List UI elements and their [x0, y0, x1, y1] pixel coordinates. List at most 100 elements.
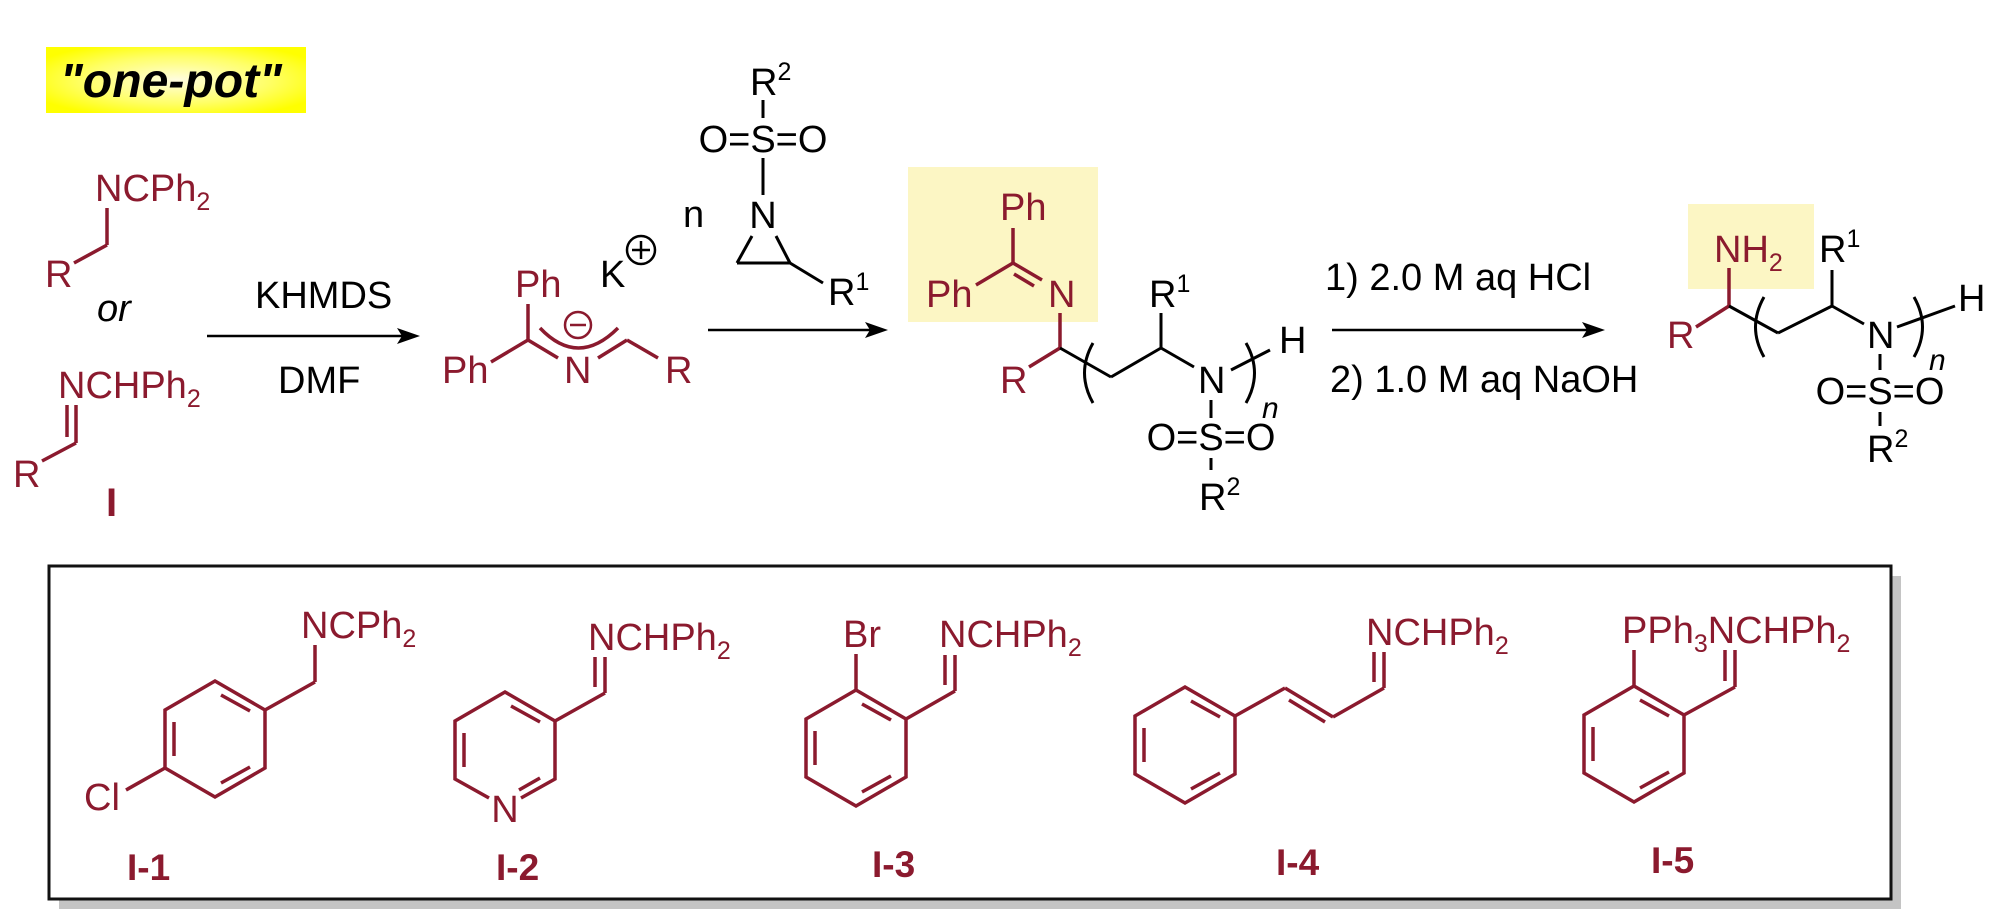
ring — [453, 689, 557, 800]
example-I-1: NCPh2 Cl I-1 — [84, 605, 416, 888]
sulfonyl-group: O=S=O — [1816, 371, 1945, 413]
group-text: NCPh — [301, 605, 402, 647]
bond — [1332, 686, 1385, 719]
terminal-hydrogen: H — [1958, 278, 1985, 320]
r2-text: R — [1199, 477, 1226, 519]
group-subscript: 2 — [1837, 630, 1851, 658]
compound-label-I: I — [106, 481, 117, 525]
r1-group: R1 — [1819, 225, 1860, 271]
bond — [975, 261, 1014, 287]
r1-superscript: 1 — [1846, 225, 1860, 253]
terminal-hydrogen: H — [1279, 320, 1306, 362]
sulfonyl-group: O=S=O — [699, 119, 828, 161]
bond — [861, 774, 892, 794]
example-I-5: PPh3NCHPh2 I-5 — [1582, 610, 1851, 881]
amine-subscript: 2 — [1769, 249, 1783, 277]
aldimine-text: NCHPh — [58, 365, 187, 407]
r2-superscript: 2 — [1894, 425, 1908, 453]
aziridine-bonds — [735, 100, 824, 285]
bond — [735, 235, 754, 264]
final-product: NH2 R R1 N H n O=S=O R2 — [1667, 204, 1985, 471]
amine-text: NH — [1714, 229, 1769, 271]
imine-nitrogen: N — [1048, 274, 1075, 316]
bond — [1284, 686, 1334, 719]
group-subscript: 2 — [402, 625, 416, 653]
sulfonyl-group: O=S=O — [1147, 417, 1276, 459]
imine-group: NCHPh2 — [588, 617, 731, 665]
bond — [1777, 304, 1833, 335]
bond — [1288, 698, 1326, 724]
phenyl-top: Ph — [1000, 187, 1046, 229]
r1-superscript: 1 — [1176, 270, 1190, 298]
or-text: or — [97, 288, 132, 330]
condition-step-2: 2) 1.0 M aq NaOH — [1330, 359, 1638, 401]
pyridine-ring — [453, 657, 607, 800]
bond — [510, 704, 541, 724]
delocalization-arc — [538, 326, 620, 350]
bond — [1160, 346, 1195, 369]
ketimine-subscript: 2 — [196, 188, 210, 216]
bond — [1190, 699, 1221, 719]
bond — [1728, 304, 1779, 335]
example-I-2: N NCHPh2 I-2 — [453, 617, 731, 888]
amine-highlight — [1688, 204, 1814, 289]
group-subscript: 2 — [1495, 632, 1509, 660]
bond — [220, 693, 251, 713]
benzene-ring — [1133, 652, 1386, 806]
one-pot-badge: "one-pot" — [46, 47, 306, 113]
condition-step-1: 1) 2.0 M aq HCl — [1325, 257, 1591, 299]
amine-group: NH2 — [1714, 229, 1783, 277]
positive-charge-icon — [625, 234, 657, 266]
bond — [861, 702, 892, 722]
r2-group: R2 — [1867, 425, 1908, 471]
repeat-bracket-right — [1244, 342, 1256, 404]
bromo-substituent: Br — [843, 614, 881, 656]
bond — [1190, 771, 1221, 791]
anion-nitrogen: N — [564, 350, 591, 392]
benzene-ring — [125, 645, 317, 800]
r2-group: R2 — [1199, 473, 1240, 519]
repeat-bracket-right — [1912, 296, 1924, 358]
r1-text: R — [828, 272, 855, 314]
chloro-substituent: Cl — [84, 777, 120, 819]
bond — [1695, 304, 1730, 329]
repeat-bracket-left — [1754, 296, 1766, 358]
r2-text: R — [750, 62, 777, 104]
imine-highlight — [908, 167, 1098, 322]
r2-superscript: 2 — [1226, 473, 1240, 501]
step1-arrow: KHMDS DMF — [207, 275, 420, 402]
ring-nitrogen: N — [491, 789, 518, 831]
arrow-head-icon — [1582, 322, 1605, 338]
bond — [789, 261, 824, 285]
phenyl-left: Ph — [442, 350, 488, 392]
bond — [220, 765, 251, 785]
r1-text: R — [1149, 274, 1176, 316]
bond — [774, 235, 792, 264]
arrow-head-icon — [865, 322, 888, 338]
benzene-ring — [1582, 650, 1737, 805]
example-I-4: NCHPh2 I-4 — [1133, 612, 1509, 883]
bond — [1230, 348, 1271, 372]
aldimine-group: NCHPh2 — [58, 365, 201, 413]
repeat-n: n — [1262, 392, 1279, 425]
r-group: R — [1667, 315, 1694, 357]
bond — [905, 689, 956, 721]
badge-background — [46, 47, 306, 113]
r2-superscript: 2 — [777, 58, 791, 86]
r2-text: R — [1867, 429, 1894, 471]
base-reagent: KHMDS — [255, 275, 392, 317]
bond — [1013, 272, 1035, 288]
compound-label: I-4 — [1276, 842, 1320, 883]
sulfonamide-nitrogen: N — [1867, 315, 1894, 357]
bond — [264, 680, 316, 712]
group-text: NCHPh — [1708, 610, 1837, 652]
ketimine-text: NCPh — [95, 168, 196, 210]
r1-text: R — [1819, 229, 1846, 271]
compound-label: I-1 — [127, 847, 170, 888]
intermediate-product: Ph Ph N R R1 N H n O=S=O R2 — [908, 167, 1306, 519]
negative-charge-icon — [563, 310, 593, 340]
anion-r-group: R — [665, 350, 692, 392]
group-text: NCHPh — [588, 617, 717, 659]
hydrolysis-arrow: 1) 2.0 M aq HCl 2) 1.0 M aq NaOH — [1325, 257, 1638, 401]
